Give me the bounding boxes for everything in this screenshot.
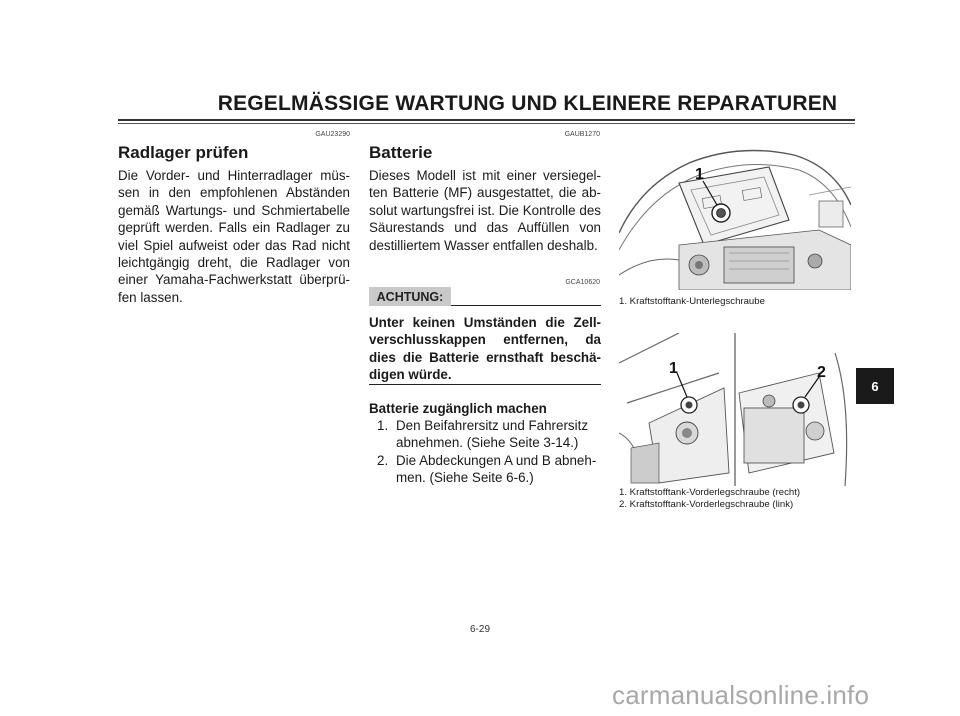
steps-list: 1. Den Beifahrersitz und Fahrersitz abne… <box>369 417 601 487</box>
callout-1: 1 <box>695 166 704 183</box>
figure-fuel-tank-front-bolts: 1 2 <box>619 333 851 486</box>
warning-text: Unter keinen Umständen die Zell-verschlu… <box>369 315 601 383</box>
paragraph-batterie: Dieses Modell ist mit einer versiegel-te… <box>369 168 601 253</box>
header-rule <box>118 119 855 121</box>
page-header-title: REGELMÄSSIGE WARTUNG UND KLEINERE REPARA… <box>217 92 838 115</box>
step-number: 1. <box>377 418 389 433</box>
warning-code: GCA10620 <box>565 279 600 286</box>
step-text: Den Beifahrersitz und Fahrersitz abnehme… <box>396 418 589 451</box>
step-number: 2. <box>377 452 389 468</box>
figure-fuel-tank-rear-bolt: 1 <box>619 135 851 290</box>
step-item: 1. Den Beifahrersitz und Fahrersitz abne… <box>369 417 601 452</box>
warning-top-rule <box>451 305 601 306</box>
warning-label-badge: ACHTUNG: <box>369 287 451 306</box>
step-item: 2. Die Abdeckungen A und B abneh-men. (S… <box>369 452 601 487</box>
page-number: 6-29 <box>469 624 490 635</box>
section-code-radlager: GAU23290 <box>315 131 350 138</box>
warning-bottom-rule <box>369 384 601 385</box>
watermark: carmanualsonline.info <box>612 680 870 710</box>
heading-batterie: Batterie <box>369 143 433 162</box>
step-text: Die Abdeckungen A und B abneh-men. (Sieh… <box>396 452 597 486</box>
figure2-caption-1: 1. Kraftstofftank-Vorderlegschraube (rec… <box>619 487 801 498</box>
header-rule-thin <box>118 123 855 124</box>
figure2-caption-2: 2. Kraftstofftank-Vorderlegschraube (lin… <box>619 499 794 510</box>
paragraph-radlager: Die Vorder- und Hinterradlager müs-sen i… <box>118 168 350 305</box>
chapter-tab: 6 <box>856 368 894 404</box>
figure1-caption-1: 1. Kraftstofftank-Unterlegschraube <box>619 296 765 307</box>
heading-batterie-zugang: Batterie zugänglich machen <box>369 401 547 416</box>
callout-2: 2 <box>817 364 826 381</box>
callout-1: 1 <box>669 360 678 377</box>
section-code-batterie: GAUB1270 <box>564 131 600 138</box>
heading-radlager: Radlager prüfen <box>118 143 249 162</box>
